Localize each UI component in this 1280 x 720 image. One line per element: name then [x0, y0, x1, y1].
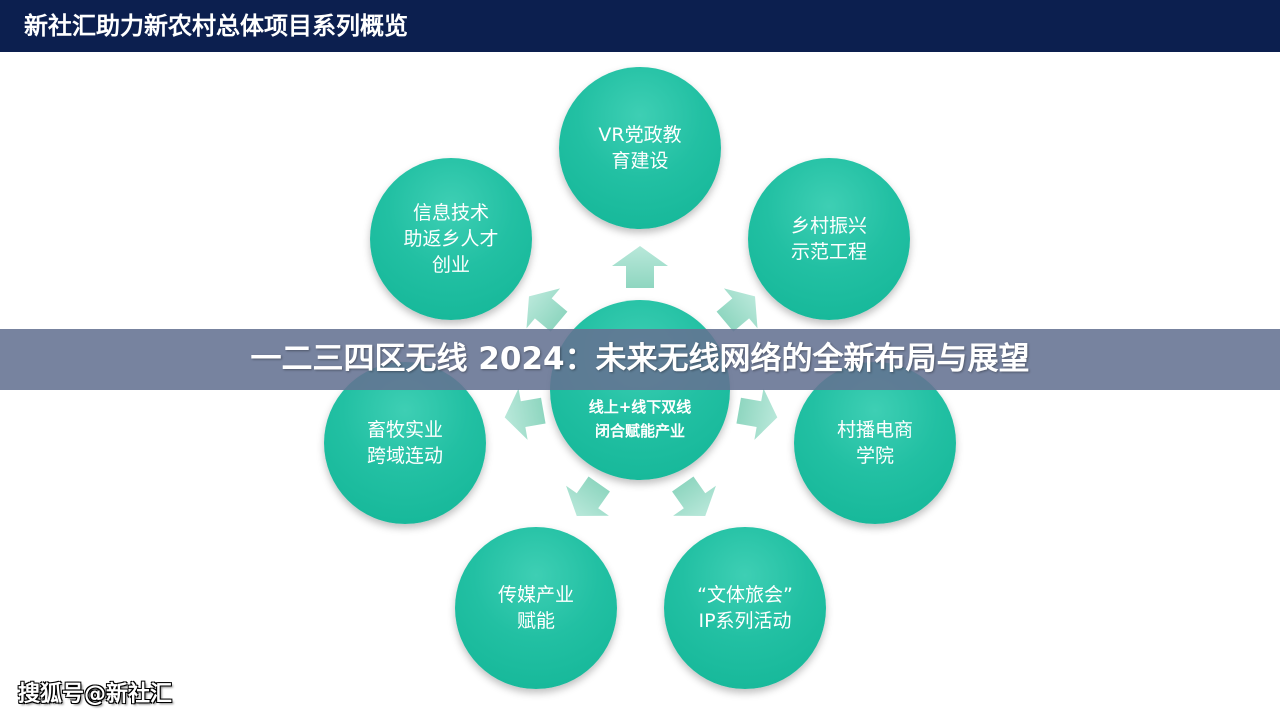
node-label: “文体旅会” IP系列活动	[697, 584, 793, 632]
center-node: 线上+线下双线 闭合赋能产业	[550, 300, 730, 480]
node-label: 传媒产业 赋能	[497, 584, 574, 632]
node-it-returnee-startup: 信息技术 助返乡人才 创业	[370, 158, 532, 320]
center-label: 线上+线下双线 闭合赋能产业	[588, 398, 692, 440]
node-media-industry: 传媒产业 赋能	[455, 527, 617, 689]
node-label: 村播电商 学院	[836, 419, 913, 467]
slide-title: 新社汇助力新农村总体项目系列概览	[24, 12, 408, 40]
headline-band	[0, 329, 1280, 390]
node-label: 乡村振兴 示范工程	[790, 215, 867, 263]
arrow-up-icon	[612, 246, 668, 288]
node-label: 信息技术 助返乡人才 创业	[403, 202, 499, 276]
node-rural-revitalization: 乡村振兴 示范工程	[748, 158, 910, 320]
arrow-left-icon	[504, 388, 546, 440]
slide-header: 新社汇助力新农村总体项目系列概览	[0, 0, 1280, 52]
arrow-downleft-icon	[566, 476, 610, 517]
node-vr-party-education: VR党政教 育建设	[559, 67, 721, 229]
node-label: VR党政教 育建设	[598, 124, 682, 172]
arrow-right-icon	[736, 388, 778, 440]
node-culture-sports-ip: “文体旅会” IP系列活动	[664, 527, 826, 689]
arrow-downright-icon	[672, 476, 716, 517]
arrow-upright-icon	[716, 288, 758, 332]
watermark: 搜狐号@新社汇	[18, 682, 173, 707]
node-label: 畜牧实业 跨域连动	[366, 419, 443, 467]
headline-text: 一二三四区无线 2024：未来无线网络的全新布局与展望	[250, 341, 1030, 377]
arrow-upleft-icon	[526, 288, 568, 332]
